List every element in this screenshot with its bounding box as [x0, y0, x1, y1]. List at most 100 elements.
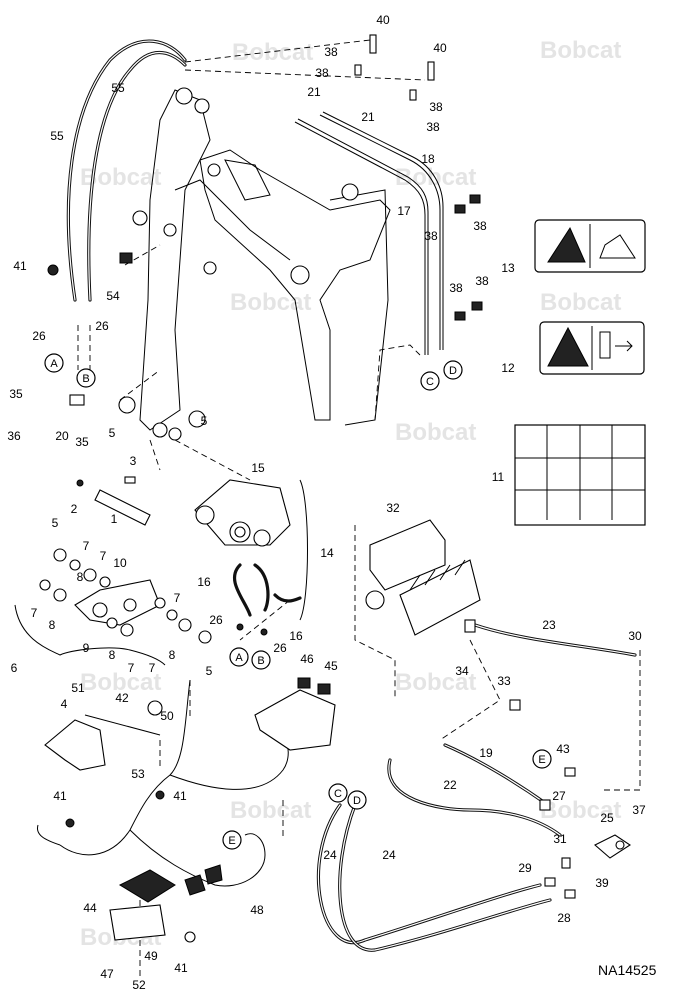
- callout-label: 7: [128, 661, 135, 675]
- callout-label: 38: [424, 229, 438, 243]
- watermark-text: Bobcat: [540, 797, 621, 824]
- callout-label: 7: [83, 539, 90, 553]
- lower-hoses: [316, 743, 562, 952]
- callout-label: 27: [552, 789, 566, 803]
- group-bracket-6: [14, 604, 166, 666]
- connector-marker: A: [229, 647, 249, 667]
- lift-arm-assembly: [132, 87, 391, 441]
- callout-label: 7: [174, 591, 181, 605]
- callout-label: 46: [300, 652, 314, 666]
- callout-label: 30: [628, 629, 642, 643]
- callout-label: 33: [497, 674, 511, 688]
- callout-label: 8: [77, 570, 84, 584]
- callout-label: 13: [501, 261, 515, 275]
- watermark-text: Bobcat: [395, 669, 476, 696]
- callout-label: 40: [376, 13, 390, 27]
- joystick-base: [254, 677, 336, 751]
- callout-label: 49: [144, 949, 158, 963]
- svg-text:E: E: [228, 835, 235, 847]
- callout-label: 5: [52, 516, 59, 530]
- callout-label: 41: [13, 259, 27, 273]
- callout-label: 2: [71, 502, 78, 516]
- callout-label: 38: [429, 100, 443, 114]
- callout-label: 14: [320, 546, 334, 560]
- callout-label: 19: [479, 746, 493, 760]
- callout-label: 9: [83, 641, 90, 655]
- svg-text:D: D: [353, 795, 361, 807]
- callout-label: 38: [315, 66, 329, 80]
- callout-label: 16: [197, 575, 211, 589]
- connector-marker: B: [76, 368, 96, 388]
- callout-label: 24: [382, 848, 396, 862]
- callout-label: 26: [95, 319, 109, 333]
- watermark-text: Bobcat: [230, 289, 311, 316]
- callout-label: 31: [553, 832, 567, 846]
- short-hoses-16: [233, 563, 302, 617]
- callout-label: 50: [160, 709, 174, 723]
- callout-label: 38: [324, 45, 338, 59]
- callout-label: 5: [109, 426, 116, 440]
- callout-label: 53: [131, 767, 145, 781]
- callout-label: 34: [455, 664, 469, 678]
- callout-label: 3: [130, 454, 137, 468]
- callout-label: 28: [557, 911, 571, 925]
- watermark-text: Bobcat: [540, 37, 621, 64]
- svg-text:C: C: [426, 376, 434, 388]
- warning-decal-13: [534, 219, 646, 273]
- callout-label: 11: [492, 470, 505, 484]
- svg-text:B: B: [82, 373, 89, 385]
- callout-label: 54: [106, 289, 120, 303]
- connector-marker: C: [328, 783, 348, 803]
- svg-text:B: B: [257, 655, 264, 667]
- callout-label: 39: [595, 876, 609, 890]
- callout-label: 35: [9, 387, 23, 401]
- connector-marker: E: [532, 749, 552, 769]
- callout-label: 12: [501, 361, 515, 375]
- callout-label: 26: [273, 641, 287, 655]
- callout-label: 55: [111, 81, 125, 95]
- callout-label: 36: [7, 429, 21, 443]
- callout-label: 18: [421, 152, 435, 166]
- connector-marker: D: [443, 360, 463, 380]
- callout-label: 5: [201, 414, 208, 428]
- callout-label: 43: [556, 742, 570, 756]
- callout-label: 32: [386, 501, 400, 515]
- leader-lines: [77, 39, 641, 980]
- watermark-text: Bobcat: [232, 39, 313, 66]
- callout-label: 37: [632, 803, 646, 817]
- svg-text:E: E: [538, 754, 545, 766]
- callout-label: 35: [75, 435, 89, 449]
- callout-label: 38: [473, 219, 487, 233]
- callout-label: 21: [361, 110, 375, 124]
- callout-label: 45: [324, 659, 338, 673]
- control-valve: [365, 519, 481, 636]
- callout-label: 41: [53, 789, 67, 803]
- callout-label: 52: [132, 978, 146, 992]
- callout-label: 38: [475, 274, 489, 288]
- watermark-layer: Bobcat Bobcat Bobcat Bobcat Bobcat Bobca…: [80, 37, 621, 951]
- group-bracket-14: [299, 479, 308, 621]
- watermark-text: Bobcat: [395, 419, 476, 446]
- callout-label: 5: [206, 664, 213, 678]
- svg-text:A: A: [50, 358, 58, 370]
- callout-label: 16: [289, 629, 303, 643]
- callout-label: 21: [307, 85, 321, 99]
- callout-label: 7: [100, 549, 107, 563]
- callout-label: 8: [109, 648, 116, 662]
- watermark-text: Bobcat: [230, 797, 311, 824]
- connector-marker: B: [251, 650, 271, 670]
- callout-label: 55: [50, 129, 64, 143]
- callout-label: 7: [31, 606, 38, 620]
- callout-label: 22: [443, 778, 457, 792]
- callout-label: 29: [518, 861, 532, 875]
- callout-label: 8: [169, 648, 176, 662]
- callout-label: 38: [449, 281, 463, 295]
- connector-marker: C: [420, 371, 440, 391]
- upper-hoses: [66, 39, 187, 302]
- drawing-code: NA14525: [598, 962, 657, 978]
- callout-label: 26: [32, 329, 46, 343]
- svg-text:D: D: [449, 365, 457, 377]
- callout-label: 42: [115, 691, 129, 705]
